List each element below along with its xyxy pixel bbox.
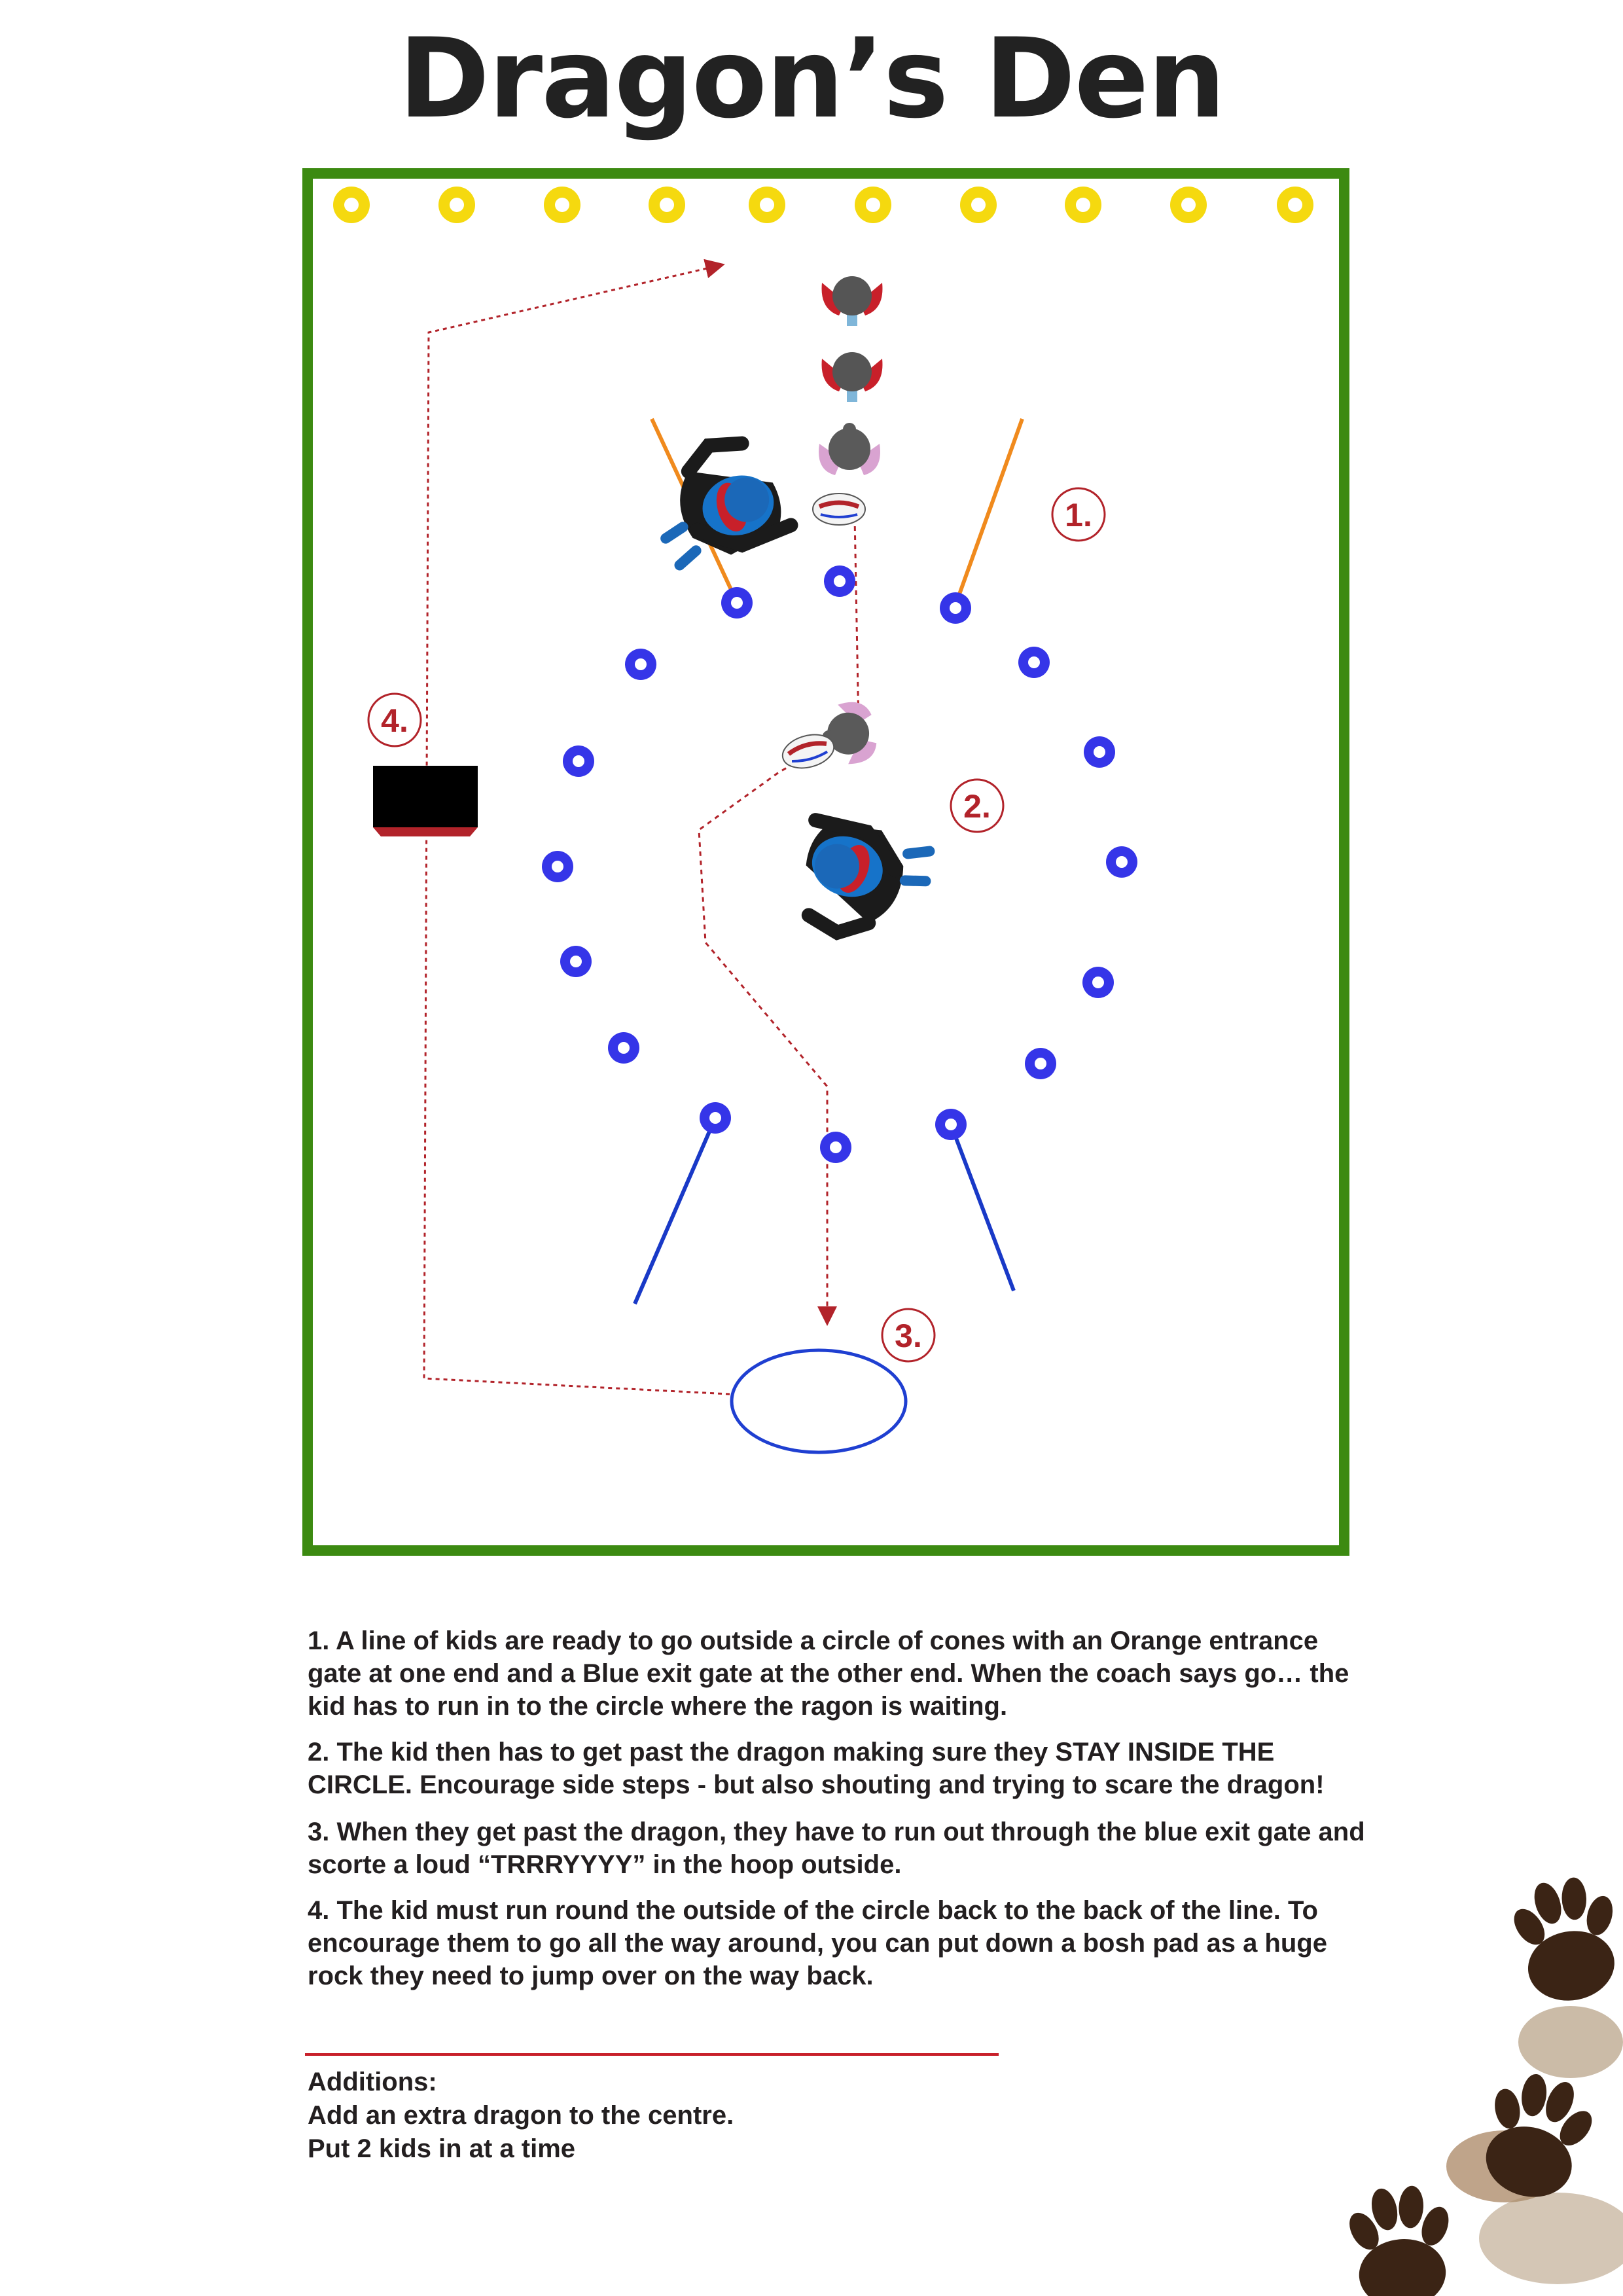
blue-cone-icon	[608, 1032, 639, 1064]
exit-gate-right	[949, 1123, 1016, 1292]
blue-cone-icon	[820, 1132, 851, 1163]
instruction-step-2: 2. The kid then has to get past the drag…	[308, 1738, 1325, 1799]
divider	[305, 2053, 999, 2056]
blue-cone-icon	[625, 649, 656, 680]
kid-run-path	[698, 516, 860, 1326]
instruction-step-1: 1. A line of kids are ready to go outsid…	[308, 1626, 1349, 1721]
instructions: 1. A line of kids are ready to go outsid…	[308, 1624, 1368, 2005]
additions-section: Additions: Add an extra dragon to the ce…	[308, 2066, 1224, 2166]
paw-prints-decoration	[1340, 1869, 1623, 2296]
yellow-cone-icon	[749, 187, 785, 223]
blue-cone-icon	[1018, 647, 1050, 678]
yellow-cones	[333, 187, 1313, 223]
yellow-cone-icon	[438, 187, 475, 223]
instruction-step-3: 3. When they get past the dragon, they h…	[308, 1818, 1365, 1879]
blue-cone-icon	[1025, 1048, 1056, 1079]
dragon-icon	[782, 808, 937, 955]
blue-cone-icon	[700, 1102, 731, 1134]
blue-cone-icon	[1082, 967, 1114, 998]
blue-cone-icon	[1106, 846, 1137, 878]
blue-cone-icon	[1084, 736, 1115, 768]
entrance-gate-right	[952, 418, 1024, 610]
yellow-cone-icon	[333, 187, 370, 223]
yellow-cone-icon	[1277, 187, 1313, 223]
step-marker-3: 3.	[881, 1308, 936, 1363]
blue-cone-icon	[935, 1109, 967, 1140]
additions-heading: Additions:	[308, 2068, 437, 2096]
page-title: Dragon’s Den	[398, 14, 1226, 143]
step-marker-label: 1.	[1065, 497, 1092, 533]
step-marker-1: 1.	[1051, 487, 1106, 542]
blue-cone-icon	[560, 946, 592, 977]
step-marker-4: 4.	[367, 692, 422, 747]
player-kid-pink-icon	[819, 423, 880, 475]
instruction-step-4: 4. The kid must run round the outside of…	[308, 1896, 1327, 1990]
hoop-icon	[730, 1348, 908, 1454]
blue-cone-icon	[824, 565, 855, 597]
step-marker-label: 3.	[895, 1318, 922, 1354]
yellow-cone-icon	[960, 187, 997, 223]
player-kid-red-icon	[821, 352, 883, 402]
bosh-pad-icon	[373, 766, 478, 836]
paw-print-icon	[1503, 1869, 1623, 2009]
yellow-cone-icon	[544, 187, 580, 223]
yellow-cone-icon	[855, 187, 891, 223]
return-run-path	[423, 259, 730, 1395]
additions-item: Add an extra dragon to the centre.	[308, 2101, 734, 2130]
exit-gate-left	[633, 1117, 717, 1305]
step-marker-2: 2.	[950, 778, 1005, 833]
rugby-ball-icon	[813, 493, 865, 525]
yellow-cone-icon	[649, 187, 685, 223]
yellow-cone-icon	[1065, 187, 1101, 223]
blue-cone-icon	[721, 587, 753, 619]
paw-print-icon	[1340, 2181, 1462, 2296]
additions-item: Put 2 kids in at a time	[308, 2134, 576, 2163]
player-kid-red-icon	[821, 276, 883, 326]
step-marker-label: 4.	[381, 702, 408, 739]
yellow-cone-icon	[1170, 187, 1207, 223]
blue-cone-icon	[542, 851, 573, 882]
pitch-border	[302, 168, 1349, 1556]
blue-cone-icon	[563, 745, 594, 777]
blue-cone-icon	[940, 592, 971, 624]
step-marker-label: 2.	[963, 788, 991, 825]
